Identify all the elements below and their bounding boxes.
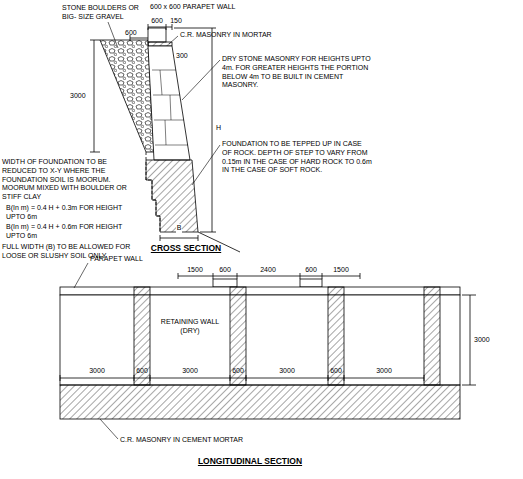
formula-text: B(In m) = 0.4 H + 0.3m FOR HEIGHT UPTO 6…	[6, 204, 142, 222]
dimension-label: 600	[232, 367, 244, 376]
callout-text: STONE BOULDERS OR BIG- SIZE GRAVEL	[62, 4, 150, 22]
dimension-label: 150	[170, 17, 182, 26]
dimension-label: 3000	[376, 367, 392, 376]
dimension-label: B	[176, 224, 183, 233]
dimension-label: 600	[219, 266, 231, 275]
pier	[134, 287, 150, 385]
note-text: WIDTH OF FOUNDATION TO BE REDUCED TO X-Y…	[2, 158, 142, 202]
dimension-label: 1500	[333, 266, 349, 275]
dimension-label: 600	[125, 29, 137, 38]
dimension-label: H	[215, 124, 222, 133]
formula-text: B(In m) = 0.4 H + 0.6m FOR HEIGHT UPTO 6…	[6, 223, 142, 241]
parapet-band	[60, 287, 460, 295]
pier	[230, 287, 246, 385]
callout-text: 600 x 600 PARAPET WALL	[150, 3, 235, 12]
foundation-band	[60, 385, 460, 419]
foundation	[146, 160, 198, 232]
callout-text: C.R. MASONRY IN CEMENT MORTAR	[120, 436, 243, 445]
dimension-label: 600	[151, 17, 163, 26]
section-title: LONGITUDINAL SECTION	[198, 456, 302, 467]
dimension-label: 3000	[474, 336, 490, 345]
dimension-label: 3000	[279, 367, 295, 376]
dimension-label: 600	[330, 367, 342, 376]
part-name: RETAINING WALL (DRY)	[160, 318, 220, 336]
section-title: CROSS SECTION	[151, 243, 221, 254]
dimension-label: 3000	[89, 367, 105, 376]
pier	[328, 287, 344, 385]
dimension-label: 300	[176, 52, 188, 61]
boulder-backfill	[100, 40, 154, 152]
parapet	[148, 28, 166, 42]
dimension-label: 3000	[70, 92, 86, 101]
wall-body	[148, 46, 190, 160]
note-text: DRY STONE MASONRY FOR HEIGHTS UPTO 4m. F…	[222, 55, 372, 90]
retaining-wall	[60, 295, 460, 385]
dimension-label: 2400	[260, 266, 276, 275]
dimension-label: 600	[136, 367, 148, 376]
cr-masonry-band	[148, 42, 172, 46]
dimension-label: 3000	[182, 367, 198, 376]
dimension-label: 600	[305, 266, 317, 275]
callout-text: PARAPET WALL	[90, 255, 143, 264]
dimension-label: 1500	[187, 266, 203, 275]
callout-text: C.R. MASONRY IN MORTAR	[180, 31, 272, 40]
note-text: FOUNDATION TO BE TEPPED UP IN CASE OF RO…	[222, 140, 372, 175]
pier	[424, 287, 440, 385]
